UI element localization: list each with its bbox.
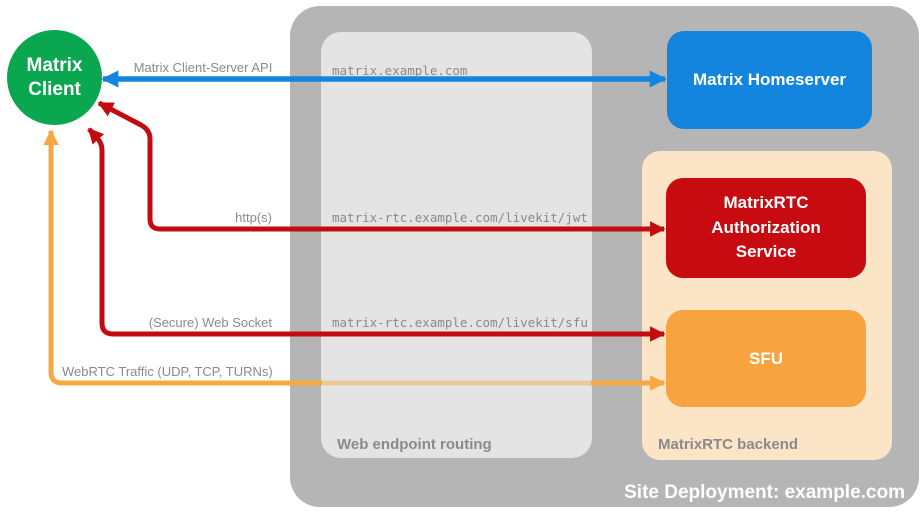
matrix-homeserver-label: Matrix Homeserver xyxy=(692,70,847,89)
matrixrtc-authorization-service-label: MatrixRTC Authorization Service xyxy=(711,193,821,262)
endpoint-url-sfu: matrix-rtc.example.com/livekit/sfu xyxy=(332,315,588,330)
web-endpoint-routing-caption: Web endpoint routing xyxy=(337,436,492,453)
matrix-homeserver-node: Matrix Homeserver xyxy=(667,31,872,129)
websocket-label: (Secure) Web Socket xyxy=(148,315,272,330)
webrtc-traffic-label: WebRTC Traffic (UDP, TCP, TURNs) xyxy=(62,364,273,379)
webrtc-arrow-panel-fade xyxy=(322,377,591,389)
client-server-api-label: Matrix Client-Server API xyxy=(133,60,273,75)
matrix-client-node: Matrix Client xyxy=(7,30,102,125)
sfu-label: SFU xyxy=(749,348,783,368)
matrixrtc-backend-caption: MatrixRTC backend xyxy=(658,436,799,453)
webrtc-traffic-arrow xyxy=(43,129,666,391)
endpoint-url-homeserver: matrix.example.com xyxy=(332,63,468,78)
matrix-client-label: Matrix Client xyxy=(26,54,83,100)
websocket-arrow xyxy=(87,127,666,342)
sfu-node: SFU xyxy=(666,310,866,407)
endpoint-url-jwt: matrix-rtc.example.com/livekit/jwt xyxy=(332,210,588,225)
site-deployment-caption: Site Deployment: example.com xyxy=(624,482,905,503)
https-label: http(s) xyxy=(235,210,272,225)
matrixrtc-authorization-service-node: MatrixRTC Authorization Service xyxy=(666,178,866,278)
